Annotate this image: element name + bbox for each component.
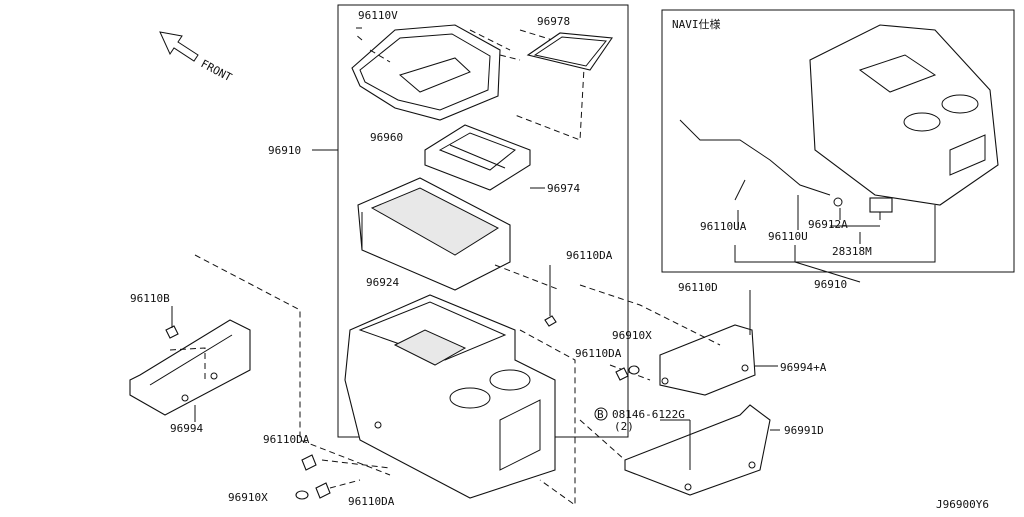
label-96110ua: 96110UA (700, 220, 747, 233)
bolt-symbol-letter: B (597, 408, 604, 421)
front-arrow-icon (159, 31, 199, 62)
clip-96910x-right (628, 365, 640, 375)
label-96991d: 96991D (784, 424, 824, 437)
label-96110da-left: 96110DA (263, 433, 310, 446)
storage-tray (357, 177, 511, 291)
label-96110da-top: 96110DA (566, 249, 613, 262)
clip-96110da-bottom (315, 482, 331, 499)
navi-box-title: NAVI仕様 (672, 17, 721, 31)
storage-mat (526, 32, 613, 71)
diagram-code: J96900Y6 (936, 498, 989, 511)
label-28318m: 28318M (832, 245, 872, 258)
navi-console (809, 24, 999, 206)
label-96994: 96994 (170, 422, 203, 435)
label-96110b: 96110B (130, 292, 170, 305)
label-96994a: 96994+A (780, 361, 827, 374)
front-label: FRONT (199, 57, 235, 84)
bracket-96991d (624, 404, 771, 496)
navi-harness (679, 119, 893, 213)
label-08146: 08146-6122G (612, 408, 685, 421)
bolt-symbol-icon (594, 407, 608, 421)
label-96910-main: 96910 (268, 144, 301, 157)
label-96110u: 96110U (768, 230, 808, 243)
label-08146-qty: (2) (614, 420, 634, 433)
inner-tray-bracket (424, 124, 531, 191)
label-96924: 96924 (366, 276, 399, 289)
label-96960: 96960 (370, 131, 403, 144)
label-96910x-right: 96910X (612, 329, 652, 342)
label-96912a: 96912A (808, 218, 848, 231)
clip-96110da-top (544, 265, 557, 327)
label-96110v: 96110V (358, 9, 398, 22)
clip-96110da-left (301, 454, 317, 471)
clip-96910x-bottom (295, 490, 309, 500)
label-96910x-bottom: 96910X (228, 491, 268, 504)
clip-96110da-mid (615, 367, 629, 381)
armrest-lid (351, 24, 501, 121)
label-96910-navi: 96910 (814, 278, 847, 291)
bracket-96994a (659, 324, 756, 396)
label-96974: 96974 (547, 182, 580, 195)
bracket-96994 (129, 319, 251, 416)
console-body (344, 294, 556, 499)
navi-spec-box (661, 9, 1015, 273)
label-96978: 96978 (537, 15, 570, 28)
label-96110da-bottom: 96110DA (348, 495, 395, 508)
label-96110da-mid: 96110DA (575, 347, 622, 360)
label-96110d: 96110D (678, 281, 718, 294)
